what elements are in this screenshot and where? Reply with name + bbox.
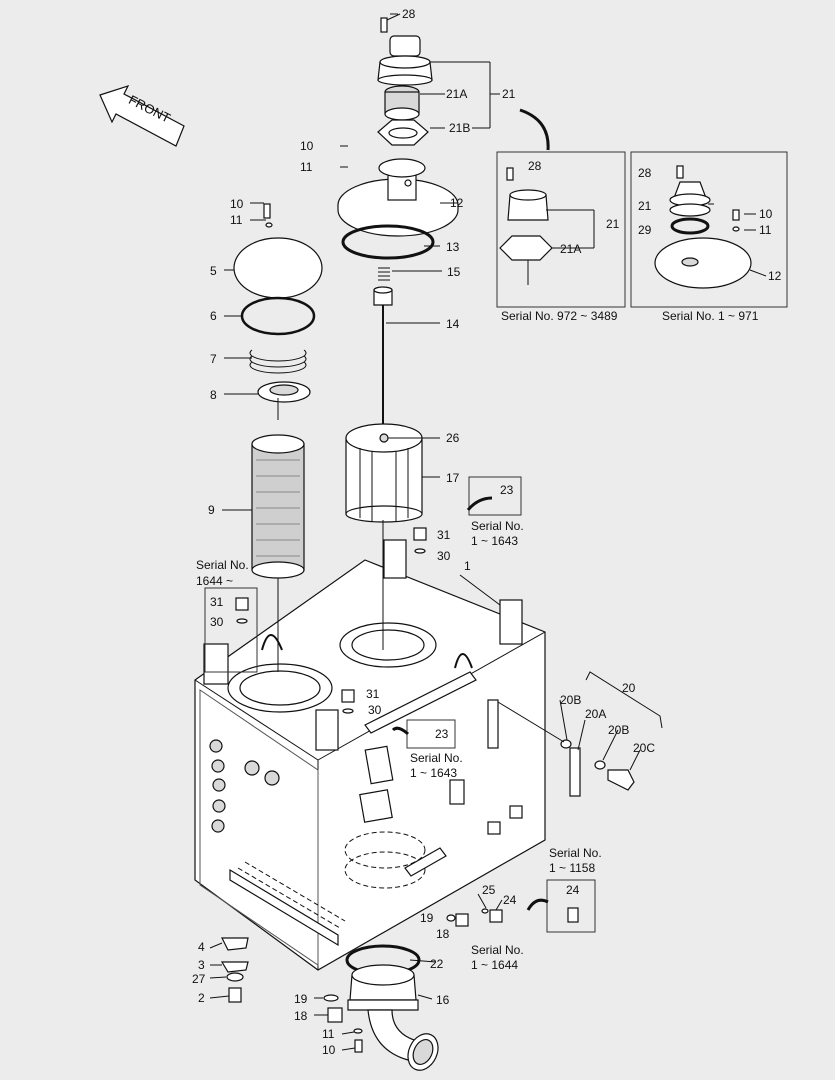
left-cover-stack (233, 203, 323, 420)
callout-21: 21 (502, 87, 516, 101)
callout-20b: 20B (608, 723, 629, 737)
callout-13: 13 (446, 240, 460, 254)
sight-gauge-20 (497, 671, 663, 797)
callout-31: 31 (437, 528, 451, 542)
callout-8: 8 (210, 388, 217, 402)
serial-note-23-mid-line1: Serial No. (410, 751, 463, 765)
callout-18: 18 (436, 927, 450, 941)
inset-b-serial: Serial No. 1 ~ 971 (662, 309, 759, 323)
spring-15 (378, 267, 390, 281)
callout-5: 5 (210, 264, 217, 278)
serial-note-1644b-line1: Serial No. (471, 943, 524, 957)
bottom-left-fasteners (220, 937, 363, 1053)
cover-gasket (341, 224, 435, 260)
inset-b-callout-28: 28 (638, 166, 652, 180)
callout-31: 31 (366, 687, 380, 701)
serial-note-23-top-line2: 1 ~ 1643 (471, 534, 518, 548)
inset-a-callout-28: 28 (528, 159, 542, 173)
callout-30: 30 (437, 549, 451, 563)
callout-19: 19 (420, 911, 434, 925)
callout-7: 7 (210, 352, 217, 366)
callout-15: 15 (447, 265, 461, 279)
callout-23: 23 (500, 483, 514, 497)
callout-18: 18 (294, 1009, 308, 1023)
inset-a-callout-21: 21 (606, 217, 620, 231)
callout-1: 1 (464, 559, 471, 573)
callout-24: 24 (566, 883, 580, 897)
serial-note-23-mid-line2: 1 ~ 1643 (410, 766, 457, 780)
callout-14: 14 (446, 317, 460, 331)
callout-31: 31 (210, 595, 224, 609)
plug-31-box (204, 587, 258, 673)
inset-b-frame (630, 151, 788, 308)
inset-a-frame (496, 151, 626, 308)
serial-note-1644b-line2: 1 ~ 1644 (471, 958, 518, 972)
callout-10: 10 (300, 139, 314, 153)
callout-27: 27 (192, 972, 206, 986)
callout-11: 11 (300, 160, 313, 174)
callout-19: 19 (294, 992, 308, 1006)
callout-30: 30 (368, 703, 382, 717)
callout-2: 2 (198, 991, 205, 1005)
callout-20b: 20B (560, 693, 581, 707)
callout-4: 4 (198, 940, 205, 954)
inset-a-serial: Serial No. 972 ~ 3489 (501, 309, 618, 323)
plugs-and-washers (235, 527, 579, 927)
inset-a-parts (499, 167, 595, 285)
plug-23-box-top (468, 476, 522, 516)
callout-3: 3 (198, 958, 205, 972)
callout-11: 11 (322, 1027, 335, 1041)
callout-11: 11 (230, 213, 243, 227)
inset-b-callout-11: 11 (759, 223, 772, 237)
callout-22: 22 (430, 957, 444, 971)
serial-note-23-top-line1: Serial No. (471, 519, 524, 533)
callout-25: 25 (482, 883, 496, 897)
callout-10: 10 (322, 1043, 336, 1057)
leader-lines (209, 145, 767, 1051)
callout-20a: 20A (585, 707, 606, 721)
breather-cap-assembly (377, 13, 433, 146)
callout-26: 26 (446, 431, 460, 445)
inset-b-parts (654, 165, 752, 289)
top-cover-plate (337, 158, 459, 237)
serial-note-1644-line2: 1644 ~ (196, 574, 233, 588)
callout-24: 24 (503, 893, 517, 907)
callout-17: 17 (446, 471, 460, 485)
callout-9: 9 (208, 503, 215, 517)
callout-6: 6 (210, 309, 217, 323)
tank-body (194, 539, 546, 971)
callout-21a: 21A (446, 87, 467, 101)
inset-b-callout-21: 21 (638, 199, 652, 213)
serial-note-1158-line2: 1 ~ 1158 (549, 861, 595, 875)
callout-20c: 20C (633, 741, 655, 755)
front-arrow: FRONT (99, 84, 185, 147)
callout-12: 12 (450, 196, 464, 210)
suction-filter-9 (251, 434, 305, 579)
callout-10: 10 (230, 197, 244, 211)
return-filter-17 (345, 423, 423, 523)
suction-pipe-16 (345, 944, 439, 1071)
inset-b-callout-12: 12 (768, 269, 782, 283)
inset-a-callout-21a: 21A (560, 242, 581, 256)
fitting-24-box (546, 879, 596, 933)
inset-b-callout-29: 29 (638, 223, 652, 237)
serial-note-1644-line1: Serial No. (196, 558, 249, 572)
callout-23: 23 (435, 727, 449, 741)
callout-21b: 21B (449, 121, 470, 135)
strainer-rod (373, 286, 393, 430)
callout-16: 16 (436, 993, 450, 1007)
serial-note-1158-line1: Serial No. (549, 846, 602, 860)
callout-30: 30 (210, 615, 224, 629)
callout-28: 28 (402, 7, 416, 21)
callout-20: 20 (622, 681, 636, 695)
inset-b-callout-10: 10 (759, 207, 773, 221)
